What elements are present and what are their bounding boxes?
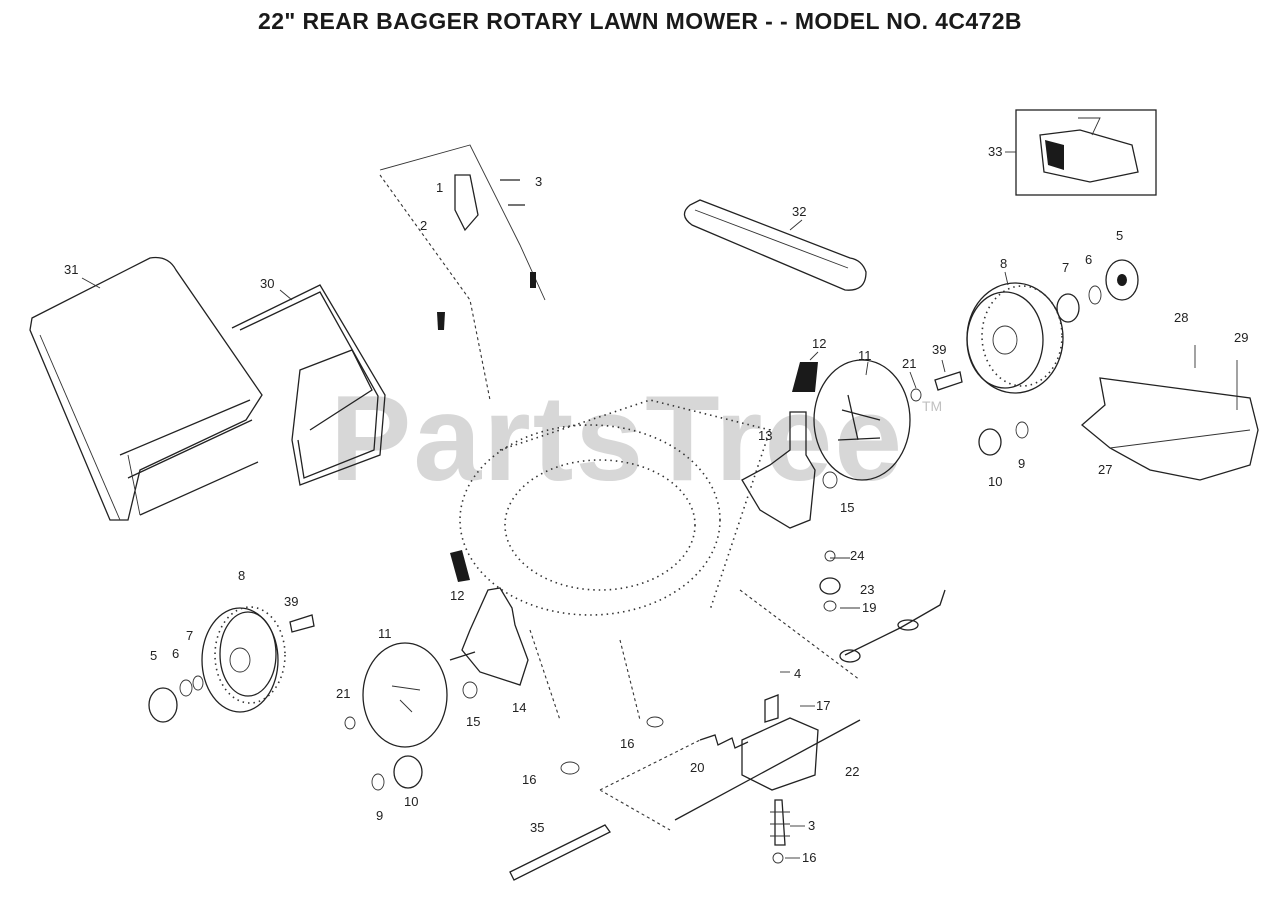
drive-control-cable[interactable] (839, 589, 946, 663)
callout-9: 9 (1018, 456, 1025, 471)
part-15-nut-right[interactable] (822, 471, 838, 489)
callout-3: 3 (535, 174, 542, 189)
callout-15: 15 (840, 500, 854, 515)
part-13-right-height-adjuster[interactable] (741, 411, 816, 529)
callout-32: 32 (792, 204, 806, 219)
callout-16-bottom: 16 (802, 850, 816, 865)
callout-33: 33 (988, 144, 1002, 159)
part-16-spacers[interactable] (560, 716, 784, 864)
part-23-24-19-pulley-assembly[interactable] (819, 550, 841, 612)
callout-11-left: 11 (378, 626, 392, 641)
callout-6: 6 (1085, 252, 1092, 267)
callout-leader-lines (81, 219, 1009, 859)
callout-24: 24 (850, 548, 864, 563)
part-12-right-height-adjuster-knob[interactable] (792, 362, 818, 392)
part-32-belt[interactable] (683, 199, 867, 291)
part-10-9-bearing-right[interactable] (978, 421, 1029, 456)
callout-17: 17 (816, 698, 830, 713)
part-3-bolt[interactable] (770, 799, 790, 846)
part-39-21-axle-bolt-right[interactable] (910, 371, 963, 402)
part-21-15-left-fasteners[interactable] (344, 681, 478, 730)
callout-7-left: 7 (186, 628, 193, 643)
part-22-transmission[interactable] (674, 694, 861, 821)
part-12-left-height-adjuster-knob[interactable] (450, 550, 470, 582)
callout-2: 2 (420, 218, 427, 233)
part-8-rear-wheel-left[interactable] (201, 606, 286, 713)
callout-11: 11 (858, 348, 872, 363)
callout-20: 20 (690, 760, 704, 775)
part-7-6-5-hubcap-hardware[interactable] (1056, 259, 1139, 323)
part-11-right-wheel-cover[interactable] (813, 359, 911, 481)
callout-10: 10 (988, 474, 1002, 489)
callout-23: 23 (860, 582, 874, 597)
callout-7: 7 (1062, 260, 1069, 275)
callout-8: 8 (1000, 256, 1007, 271)
callout-35: 35 (530, 820, 544, 835)
callout-5: 5 (1116, 228, 1123, 243)
part-39-axle-bolt-left[interactable] (289, 614, 315, 633)
callout-12-left: 12 (450, 588, 464, 603)
part-30-bag-frame[interactable] (231, 284, 386, 486)
diagram-title: 22" REAR BAGGER ROTARY LAWN MOWER - - MO… (258, 8, 1022, 34)
callout-29: 29 (1234, 330, 1248, 345)
part-14-left-height-adjuster[interactable] (449, 587, 529, 686)
callout-8-left: 8 (238, 568, 245, 583)
mower-deck[interactable] (459, 399, 772, 721)
part-1-2-3-handle-controls[interactable] (379, 144, 546, 401)
part-5-6-7-left-hardware[interactable] (148, 675, 204, 723)
callout-3-bottom: 3 (808, 818, 815, 833)
callout-31: 31 (64, 262, 78, 277)
part-31-grass-bag[interactable] (29, 256, 263, 521)
callout-16-mid: 16 (620, 736, 634, 751)
callout-1: 1 (436, 180, 443, 195)
callout-labels: 1 2 3 31 30 32 33 8 7 6 5 28 29 12 11 21… (64, 144, 1248, 865)
callout-10-left: 10 (404, 794, 418, 809)
callout-21: 21 (902, 356, 916, 371)
watermark: PartsTree (330, 370, 905, 506)
callout-21-left: 21 (336, 686, 350, 701)
watermark-trademark: TM (922, 398, 943, 414)
callout-12: 12 (812, 336, 826, 351)
callout-39: 39 (932, 342, 946, 357)
callout-14: 14 (512, 700, 526, 715)
callout-16-low: 16 (522, 772, 536, 787)
callout-15-left: 15 (466, 714, 480, 729)
part-10-9-bearing-left[interactable] (371, 755, 423, 791)
callout-30: 30 (260, 276, 274, 291)
part-20-spring[interactable] (699, 734, 749, 749)
callout-13: 13 (758, 428, 772, 443)
callout-27: 27 (1098, 462, 1112, 477)
deck-outline-dashed (599, 589, 861, 831)
callout-39-left: 39 (284, 594, 298, 609)
callout-19: 19 (862, 600, 876, 615)
part-8-rear-wheel-right[interactable] (966, 282, 1064, 394)
callout-6-left: 6 (172, 646, 179, 661)
part-11-left-wheel-cover[interactable] (362, 642, 448, 748)
part-33-chute-inset[interactable] (1005, 109, 1157, 196)
callout-4: 4 (794, 666, 801, 681)
callout-5-left: 5 (150, 648, 157, 663)
callout-9-left: 9 (376, 808, 383, 823)
part-35-axle-rod[interactable] (509, 824, 611, 881)
callout-22: 22 (845, 764, 859, 779)
callout-28: 28 (1174, 310, 1188, 325)
part-27-rear-deflector[interactable] (1080, 345, 1259, 481)
